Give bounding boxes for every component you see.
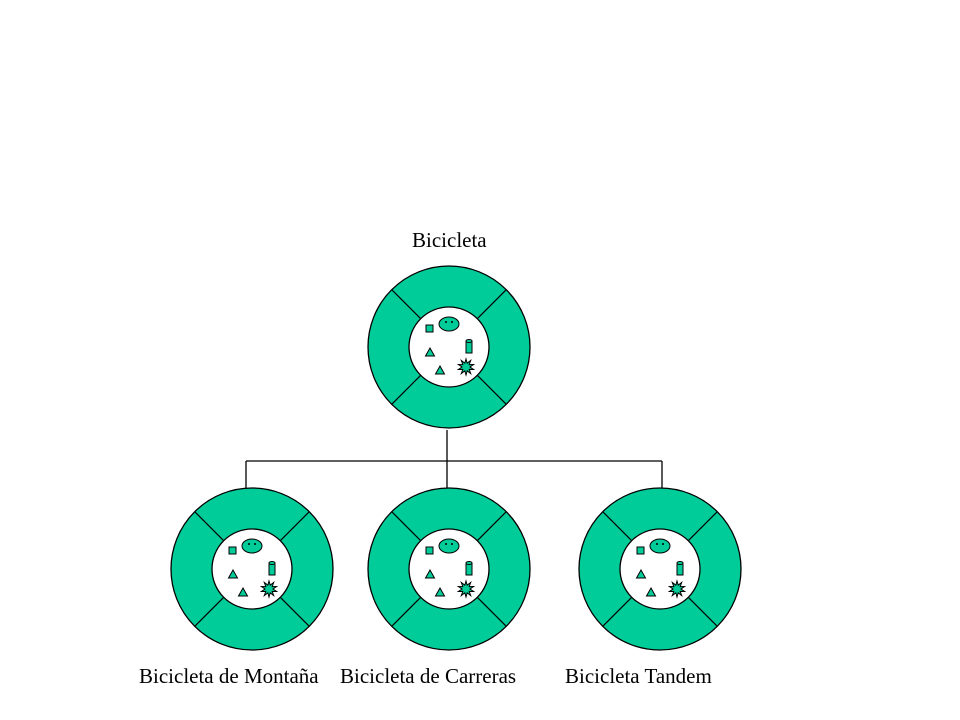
ring-divider: [476, 511, 507, 542]
face-icon: [649, 538, 671, 554]
square-icon: [636, 546, 645, 555]
parent-object: [367, 265, 531, 429]
triangle-icon: [227, 568, 239, 579]
triangle-icon: [424, 346, 436, 357]
starburst-icon: [259, 579, 279, 599]
ring-divider: [279, 596, 310, 627]
ring-divider: [476, 289, 507, 320]
square-icon: [425, 324, 434, 333]
ring-divider: [279, 511, 310, 542]
cylinder-icon: [465, 561, 473, 576]
ring-divider: [194, 511, 225, 542]
ring-divider: [602, 511, 633, 542]
ring-divider: [476, 374, 507, 405]
child-object-racing: [367, 487, 531, 651]
starburst-icon: [456, 579, 476, 599]
ring-divider: [476, 596, 507, 627]
face-icon: [438, 316, 460, 332]
triangle-icon: [635, 568, 647, 579]
child-label-tandem: Bicicleta Tandem: [565, 664, 712, 688]
face-icon: [241, 538, 263, 554]
child-object-tandem: [578, 487, 742, 651]
connector-lines: [245, 430, 663, 489]
starburst-icon: [456, 357, 476, 377]
triangle-icon: [434, 364, 446, 375]
ring-divider: [194, 596, 225, 627]
ring-divider: [687, 596, 718, 627]
triangle-icon: [424, 568, 436, 579]
ring-divider: [687, 511, 718, 542]
triangle-icon: [237, 586, 249, 597]
ring-divider: [391, 511, 422, 542]
child-object-mountain: [170, 487, 334, 651]
triangle-icon: [434, 586, 446, 597]
starburst-icon: [667, 579, 687, 599]
face-icon: [438, 538, 460, 554]
cylinder-icon: [268, 561, 276, 576]
child-label-mountain: Bicicleta de Montaña: [139, 664, 319, 688]
parent-label: Bicicleta: [412, 228, 487, 252]
cylinder-icon: [465, 339, 473, 354]
ring-divider: [391, 289, 422, 320]
triangle-icon: [645, 586, 657, 597]
ring-divider: [602, 596, 633, 627]
ring-divider: [391, 596, 422, 627]
square-icon: [425, 546, 434, 555]
ring-divider: [391, 374, 422, 405]
cylinder-icon: [676, 561, 684, 576]
child-label-racing: Bicicleta de Carreras: [340, 664, 517, 688]
square-icon: [228, 546, 237, 555]
